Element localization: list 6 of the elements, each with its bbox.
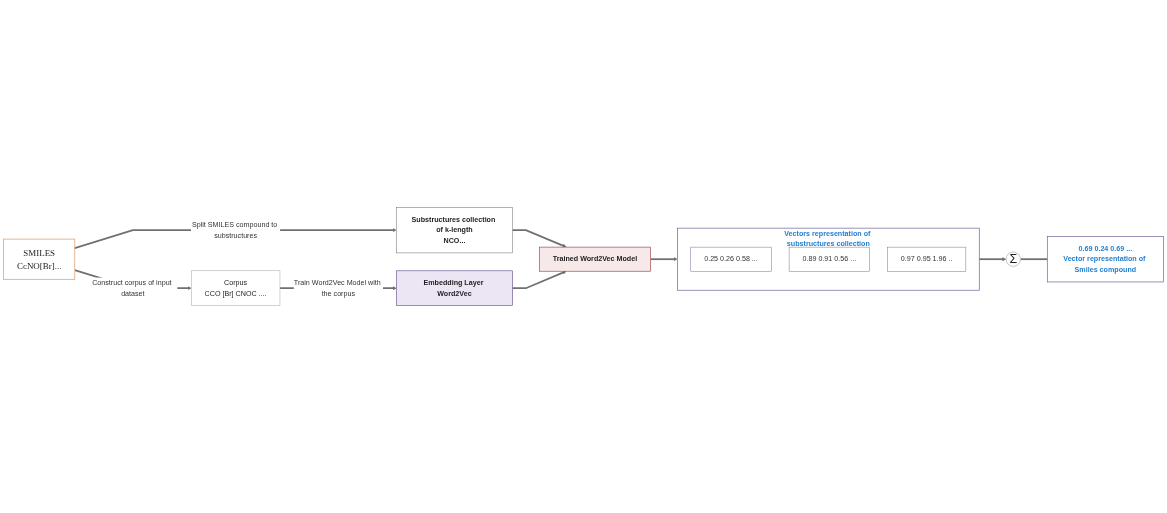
arrow bbox=[649, 257, 678, 262]
node-box: SMILES CcNO[Br]... bbox=[3, 238, 76, 280]
arrow bbox=[978, 257, 1007, 262]
connector bbox=[1019, 258, 1049, 261]
node-circle: Σ bbox=[1005, 251, 1021, 267]
arrow bbox=[511, 270, 567, 290]
